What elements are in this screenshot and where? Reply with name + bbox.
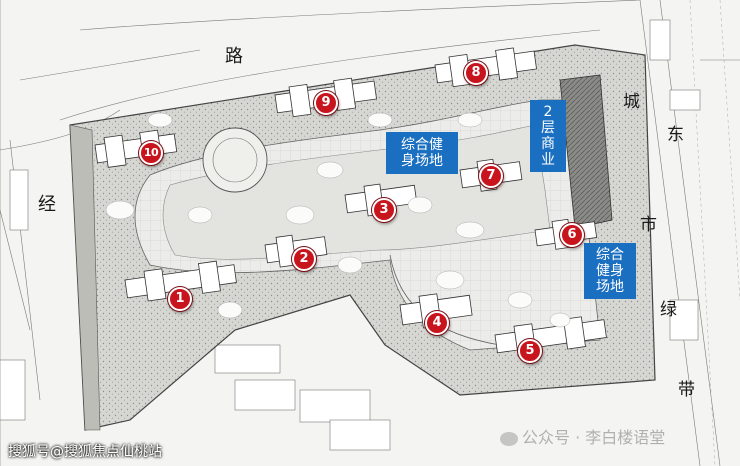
road-label-north: 路 [225, 46, 243, 67]
commercial-block [559, 74, 613, 229]
zone-fitness-east-line1: 综合 [596, 247, 624, 263]
road-label-east-2: 东 [667, 125, 684, 145]
wechat-icon [500, 431, 518, 446]
zone-commercial-line4: 业 [541, 152, 555, 169]
road-label-east-4: 绿 [660, 300, 677, 320]
zone-fitness-north: 综合健 身场地 [386, 132, 458, 175]
building-marker-10[interactable]: 10 [139, 141, 163, 165]
building-marker-4[interactable]: 4 [425, 311, 449, 335]
outside-buildings [0, 19, 701, 451]
zone-fitness-east: 综合 健身 场地 [584, 243, 636, 300]
zone-fitness-north-line2: 身场地 [401, 153, 443, 170]
zone-commercial-line3: 商 [541, 136, 555, 153]
building-marker-1[interactable]: 1 [168, 287, 192, 311]
watermark-bottom-right-text: 公众号 · 李白楼语堂 [522, 428, 666, 447]
building-marker-3[interactable]: 3 [372, 198, 396, 222]
building-marker-8[interactable]: 8 [464, 61, 488, 85]
zone-fitness-north-line1: 综合健 [401, 137, 443, 153]
building-marker-7[interactable]: 7 [479, 164, 503, 188]
building-marker-9[interactable]: 9 [314, 91, 338, 115]
building-marker-2[interactable]: 2 [292, 247, 316, 271]
building-marker-6[interactable]: 6 [560, 223, 584, 247]
road-label-west: 经 [38, 194, 56, 215]
road-label-east-5: 带 [678, 380, 695, 400]
watermark-bottom-right: 公众号 · 李白楼语堂 [500, 424, 665, 448]
zone-commercial-line1: 2 [543, 104, 553, 120]
watermark-bottom-left: 搜狐号@搜狐焦点仙桃站 [8, 444, 162, 460]
right-strip [689, 0, 740, 466]
zone-fitness-east-line2: 健身 [596, 263, 624, 280]
building-marker-5[interactable]: 5 [518, 339, 542, 363]
road-label-east-3: 市 [640, 215, 657, 235]
zone-commercial-line2: 层 [541, 120, 555, 137]
zone-commercial: 2 层 商 业 [530, 100, 566, 173]
tree-clusters [105, 112, 621, 328]
road-label-east-1: 城 [623, 92, 640, 112]
zone-fitness-east-line3: 场地 [596, 279, 624, 296]
